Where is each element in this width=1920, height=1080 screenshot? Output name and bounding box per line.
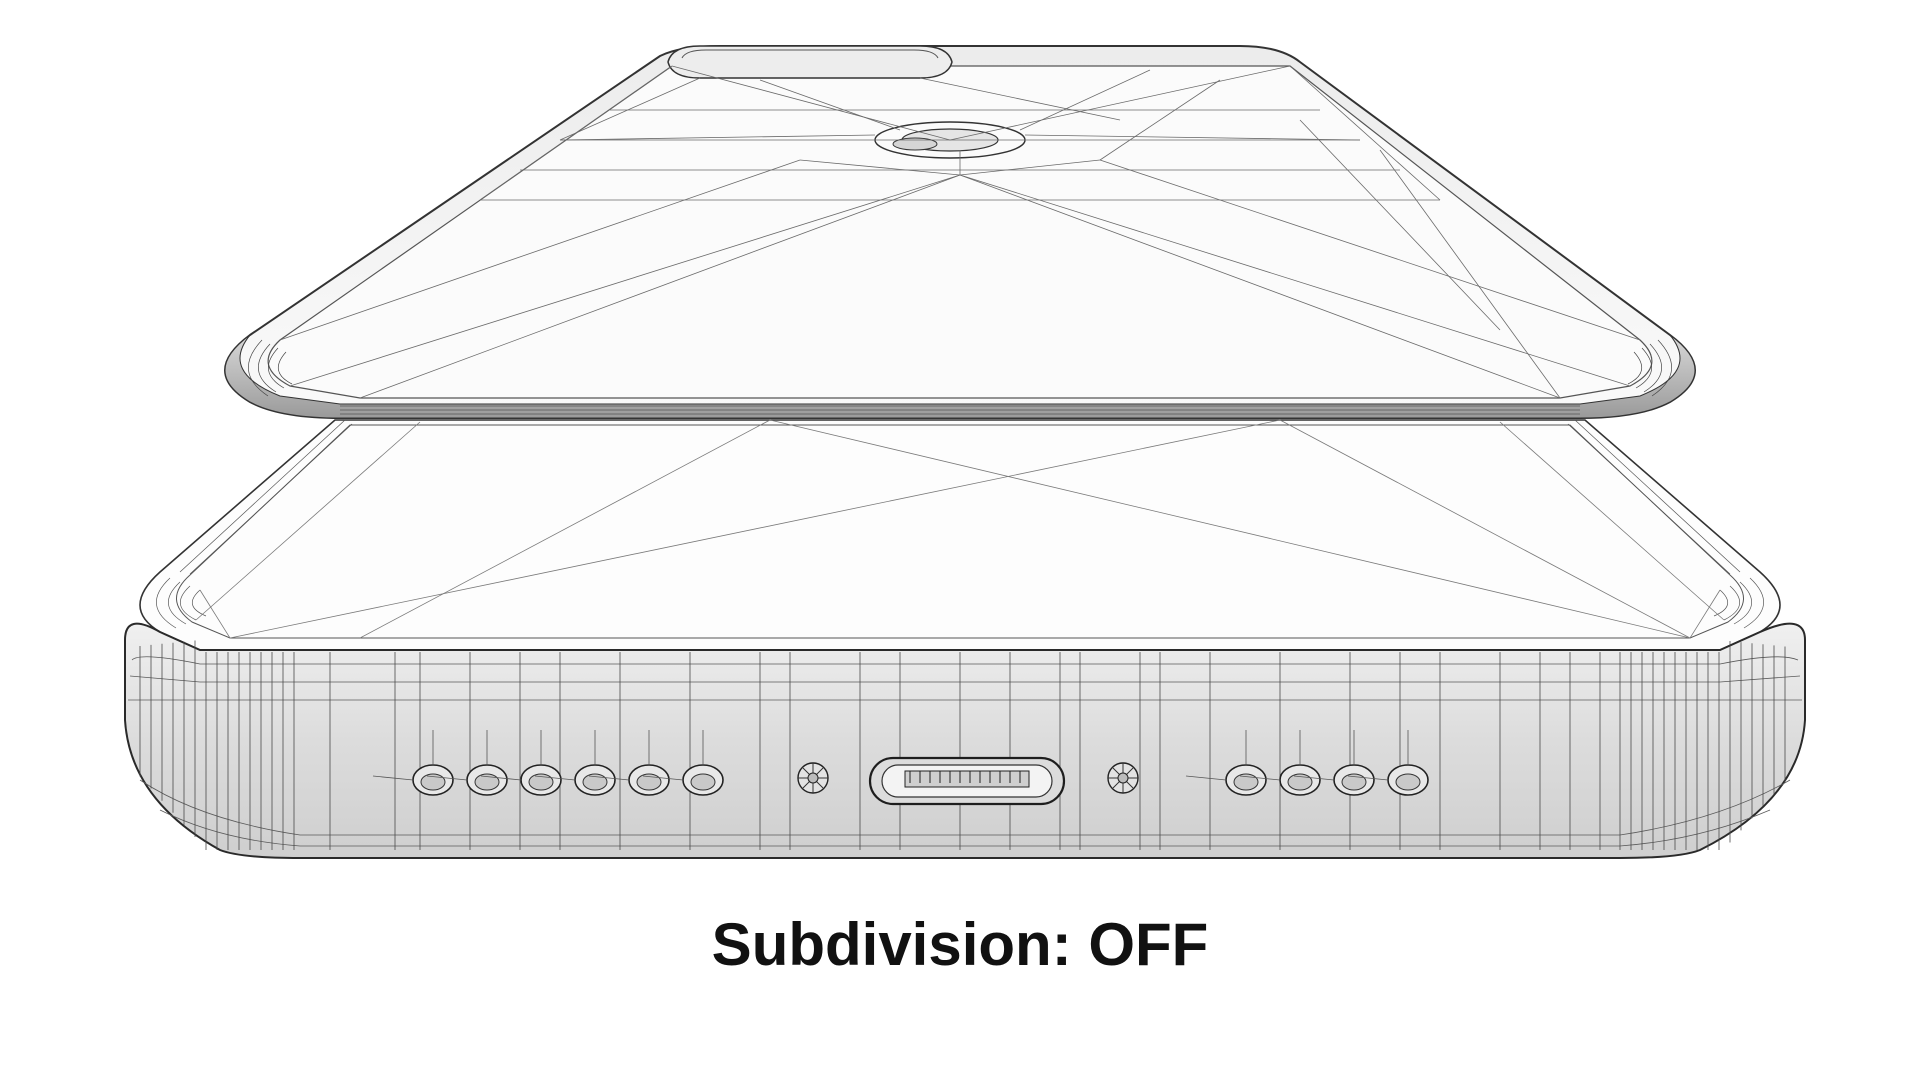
speaker-hole xyxy=(1293,730,1375,796)
upper-phone xyxy=(224,45,1696,419)
lower-phone-side xyxy=(124,622,1806,859)
lower-phone xyxy=(124,419,1806,859)
screw-left xyxy=(797,762,829,794)
screw-right xyxy=(1107,762,1139,794)
speaker-hole xyxy=(1185,730,1267,796)
speaker-hole xyxy=(1347,730,1429,796)
speaker-hole xyxy=(588,730,670,796)
speaker-hole xyxy=(480,730,562,796)
subdivision-caption: Subdivision: OFF xyxy=(0,910,1920,980)
lower-phone-screen xyxy=(139,419,1781,651)
speaker-hole xyxy=(642,730,724,796)
speaker-grille-left xyxy=(372,730,724,796)
speaker-hole xyxy=(426,730,508,796)
speaker-grille-right xyxy=(1185,730,1429,796)
speaker-hole xyxy=(1239,730,1321,796)
speaker-hole xyxy=(372,730,454,796)
caption-label: Subdivision: xyxy=(711,911,1072,978)
caption-state: OFF xyxy=(1088,911,1209,978)
usb-c-port xyxy=(868,756,1066,806)
speaker-hole xyxy=(534,730,616,796)
camera-bump xyxy=(667,45,953,79)
side-mesh-lines xyxy=(139,640,1786,850)
